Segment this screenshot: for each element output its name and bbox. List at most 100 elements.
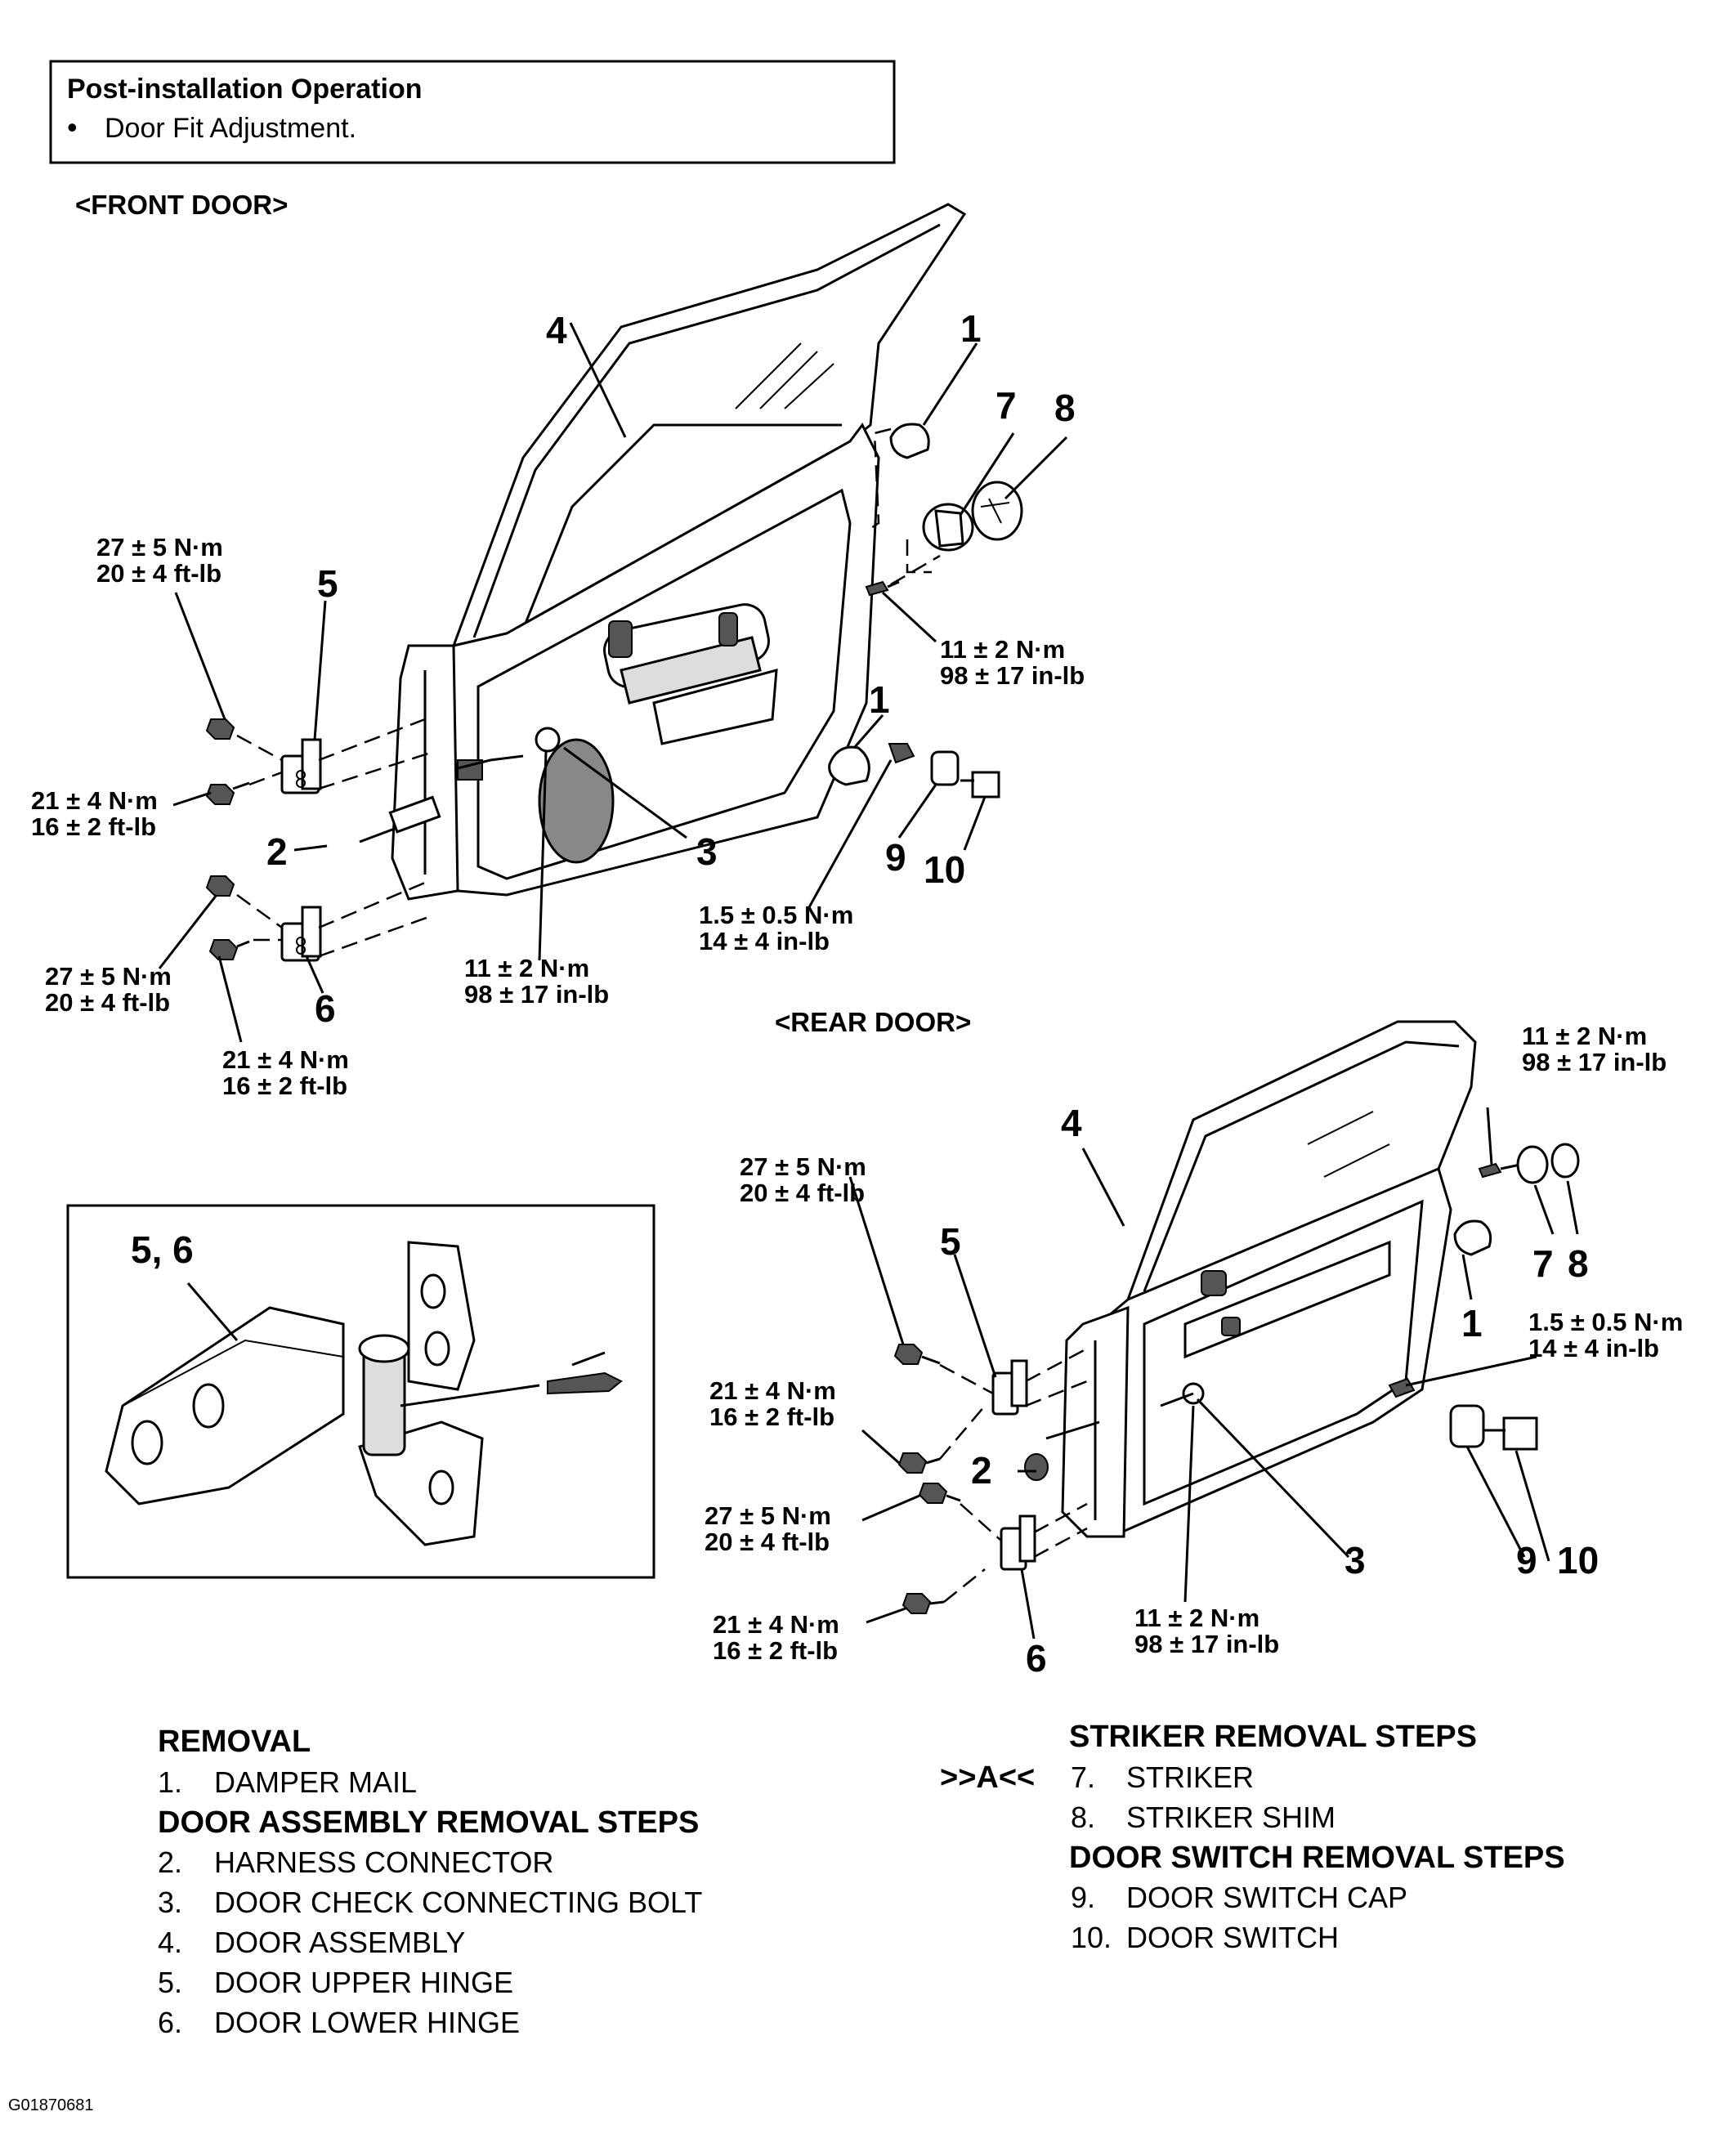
svg-text:21 ± 4 N·m: 21 ± 4 N·m	[709, 1376, 836, 1405]
step-striker: STRIKER	[1126, 1760, 1254, 1794]
door-steps-heading: DOOR ASSEMBLY REMOVAL STEPS	[158, 1805, 699, 1840]
svg-text:11 ± 2 N·m: 11 ± 2 N·m	[464, 954, 589, 982]
front-callout-1-lower: 1	[869, 678, 890, 721]
front-torque-switch: 1.5 ± 0.5 N·m 14 ± 4 in-lb	[699, 901, 853, 955]
front-torque-lower-hinge-door: 21 ± 4 N·m 16 ± 2 ft-lb	[222, 1045, 349, 1100]
svg-text:21 ± 4 N·m: 21 ± 4 N·m	[222, 1045, 349, 1074]
svg-text:16 ± 2 ft-lb: 16 ± 2 ft-lb	[713, 1636, 838, 1665]
svg-text:8.: 8.	[1071, 1801, 1095, 1834]
svg-text:98 ± 17 in-lb: 98 ± 17 in-lb	[1134, 1630, 1279, 1658]
front-callout-5: 5	[317, 562, 338, 605]
svg-text:11 ± 2 N·m: 11 ± 2 N·m	[940, 635, 1065, 664]
removal-steps-left: REMOVAL 1. DAMPER MAIL DOOR ASSEMBLY REM…	[158, 1725, 702, 2039]
svg-text:4.: 4.	[158, 1926, 182, 1959]
front-torque-upper-hinge-door: 21 ± 4 N·m 16 ± 2 ft-lb	[31, 786, 158, 841]
removal-steps-right: STRIKER REMOVAL STEPS >>A<< 7. STRIKER 8…	[940, 1720, 1565, 1954]
front-striker	[865, 481, 1023, 597]
svg-text:27 ± 5 N·m: 27 ± 5 N·m	[740, 1152, 866, 1181]
rear-callout-7: 7	[1532, 1242, 1554, 1285]
front-door-switch	[888, 743, 1000, 799]
rear-door-label: <REAR DOOR>	[775, 1007, 971, 1037]
front-callout-3: 3	[696, 830, 718, 873]
front-torque-lower-hinge-body: 27 ± 5 N·m 20 ± 4 ft-lb	[45, 962, 172, 1017]
step-door-assembly: DOOR ASSEMBLY	[214, 1926, 465, 1959]
rear-torque-striker: 11 ± 2 N·m 98 ± 17 in-lb	[1522, 1022, 1667, 1076]
svg-text:27 ± 5 N·m: 27 ± 5 N·m	[45, 962, 172, 991]
rear-door-illustration	[848, 1020, 1580, 1640]
striker-steps-heading: STRIKER REMOVAL STEPS	[1069, 1720, 1477, 1754]
svg-text:16 ± 2 ft-lb: 16 ± 2 ft-lb	[709, 1403, 834, 1431]
front-door-label: <FRONT DOOR>	[75, 190, 288, 220]
front-callout-1-upper: 1	[960, 307, 982, 350]
rear-callout-3: 3	[1345, 1539, 1366, 1581]
svg-text:98 ± 17 in-lb: 98 ± 17 in-lb	[464, 980, 609, 1009]
svg-text:9.: 9.	[1071, 1881, 1095, 1914]
svg-text:14 ± 4 in-lb: 14 ± 4 in-lb	[699, 927, 830, 955]
step-switch-cap: DOOR SWITCH CAP	[1126, 1881, 1407, 1914]
rear-torque-upper-hinge-body: 27 ± 5 N·m 20 ± 4 ft-lb	[740, 1152, 866, 1207]
svg-text:1.5 ± 0.5 N·m: 1.5 ± 0.5 N·m	[1528, 1308, 1683, 1336]
front-lower-hinge	[280, 906, 322, 962]
hinge-detail-box: 5, 6	[66, 1204, 655, 1579]
front-callout-8: 8	[1054, 387, 1076, 429]
rear-callout-9: 9	[1516, 1539, 1537, 1581]
svg-text:6.: 6.	[158, 2006, 182, 2039]
svg-text:20 ± 4 ft-lb: 20 ± 4 ft-lb	[96, 559, 221, 588]
svg-text:98 ± 17 in-lb: 98 ± 17 in-lb	[1522, 1048, 1667, 1076]
svg-text:21 ± 4 N·m: 21 ± 4 N·m	[713, 1610, 839, 1639]
rear-callout-6: 6	[1026, 1637, 1047, 1680]
note-title: Post-installation Operation	[67, 74, 422, 105]
svg-text:20 ± 4 ft-lb: 20 ± 4 ft-lb	[740, 1179, 865, 1207]
svg-text:7.: 7.	[1071, 1760, 1095, 1794]
front-torque-upper-hinge-body: 27 ± 5 N·m 20 ± 4 ft-lb	[96, 533, 223, 588]
figure-id: G01870681	[8, 2096, 94, 2114]
svg-text:98 ± 17 in-lb: 98 ± 17 in-lb	[940, 661, 1085, 690]
rear-torque-lower-hinge-door: 21 ± 4 N·m 16 ± 2 ft-lb	[713, 1610, 839, 1665]
svg-text:11 ± 2 N·m: 11 ± 2 N·m	[1134, 1604, 1259, 1632]
svg-text:5.: 5.	[158, 1966, 182, 1999]
removal-item-1: DAMPER MAIL	[214, 1765, 417, 1799]
note-bullet: •	[67, 110, 78, 144]
svg-text:20 ± 4 ft-lb: 20 ± 4 ft-lb	[705, 1528, 830, 1556]
rear-callout-8: 8	[1568, 1242, 1589, 1285]
front-bolts	[205, 718, 250, 960]
svg-text:2.: 2.	[158, 1845, 182, 1879]
detail-label-5-6: 5, 6	[131, 1228, 194, 1271]
step-upper-hinge: DOOR UPPER HINGE	[214, 1966, 513, 1999]
svg-text:14 ± 4 in-lb: 14 ± 4 in-lb	[1528, 1334, 1659, 1362]
front-torque-check-bolt: 11 ± 2 N·m 98 ± 17 in-lb	[464, 954, 609, 1009]
svg-text:11 ± 2 N·m: 11 ± 2 N·m	[1522, 1022, 1647, 1050]
svg-text:16 ± 2 ft-lb: 16 ± 2 ft-lb	[222, 1071, 347, 1100]
step-harness-connector: HARNESS CONNECTOR	[214, 1845, 553, 1879]
svg-text:20 ± 4 ft-lb: 20 ± 4 ft-lb	[45, 988, 170, 1017]
front-door-illustration	[158, 203, 1068, 1043]
rear-torque-check-bolt: 11 ± 2 N·m 98 ± 17 in-lb	[1134, 1604, 1279, 1658]
svg-text:27 ± 5 N·m: 27 ± 5 N·m	[96, 533, 223, 561]
step-striker-shim: STRIKER SHIM	[1126, 1801, 1336, 1834]
step-switch: DOOR SWITCH	[1126, 1921, 1339, 1954]
front-callout-9: 9	[885, 836, 906, 879]
rear-callout-2: 2	[971, 1449, 992, 1492]
front-callout-2: 2	[266, 830, 288, 873]
switch-steps-heading: DOOR SWITCH REMOVAL STEPS	[1069, 1841, 1565, 1875]
rear-callout-10: 10	[1557, 1539, 1599, 1581]
svg-text:1.: 1.	[158, 1765, 182, 1799]
removal-heading: REMOVAL	[158, 1725, 311, 1759]
front-callout-7: 7	[996, 384, 1017, 427]
step-check-bolt: DOOR CHECK CONNECTING BOLT	[214, 1886, 702, 1919]
front-callout-10: 10	[924, 848, 965, 891]
svg-text:10.: 10.	[1071, 1921, 1112, 1954]
front-torque-striker: 11 ± 2 N·m 98 ± 17 in-lb	[940, 635, 1085, 690]
rear-callout-5: 5	[940, 1220, 961, 1263]
striker-marker: >>A<<	[940, 1760, 1035, 1795]
rear-callout-4: 4	[1061, 1102, 1082, 1144]
svg-text:16 ± 2 ft-lb: 16 ± 2 ft-lb	[31, 812, 156, 841]
front-callout-4: 4	[546, 309, 567, 351]
svg-text:21 ± 4 N·m: 21 ± 4 N·m	[31, 786, 158, 815]
rear-torque-upper-hinge-door: 21 ± 4 N·m 16 ± 2 ft-lb	[709, 1376, 836, 1431]
step-lower-hinge: DOOR LOWER HINGE	[214, 2006, 520, 2039]
post-installation-note: Post-installation Operation • Door Fit A…	[49, 60, 896, 164]
svg-text:3.: 3.	[158, 1886, 182, 1919]
front-callout-6: 6	[315, 987, 336, 1030]
